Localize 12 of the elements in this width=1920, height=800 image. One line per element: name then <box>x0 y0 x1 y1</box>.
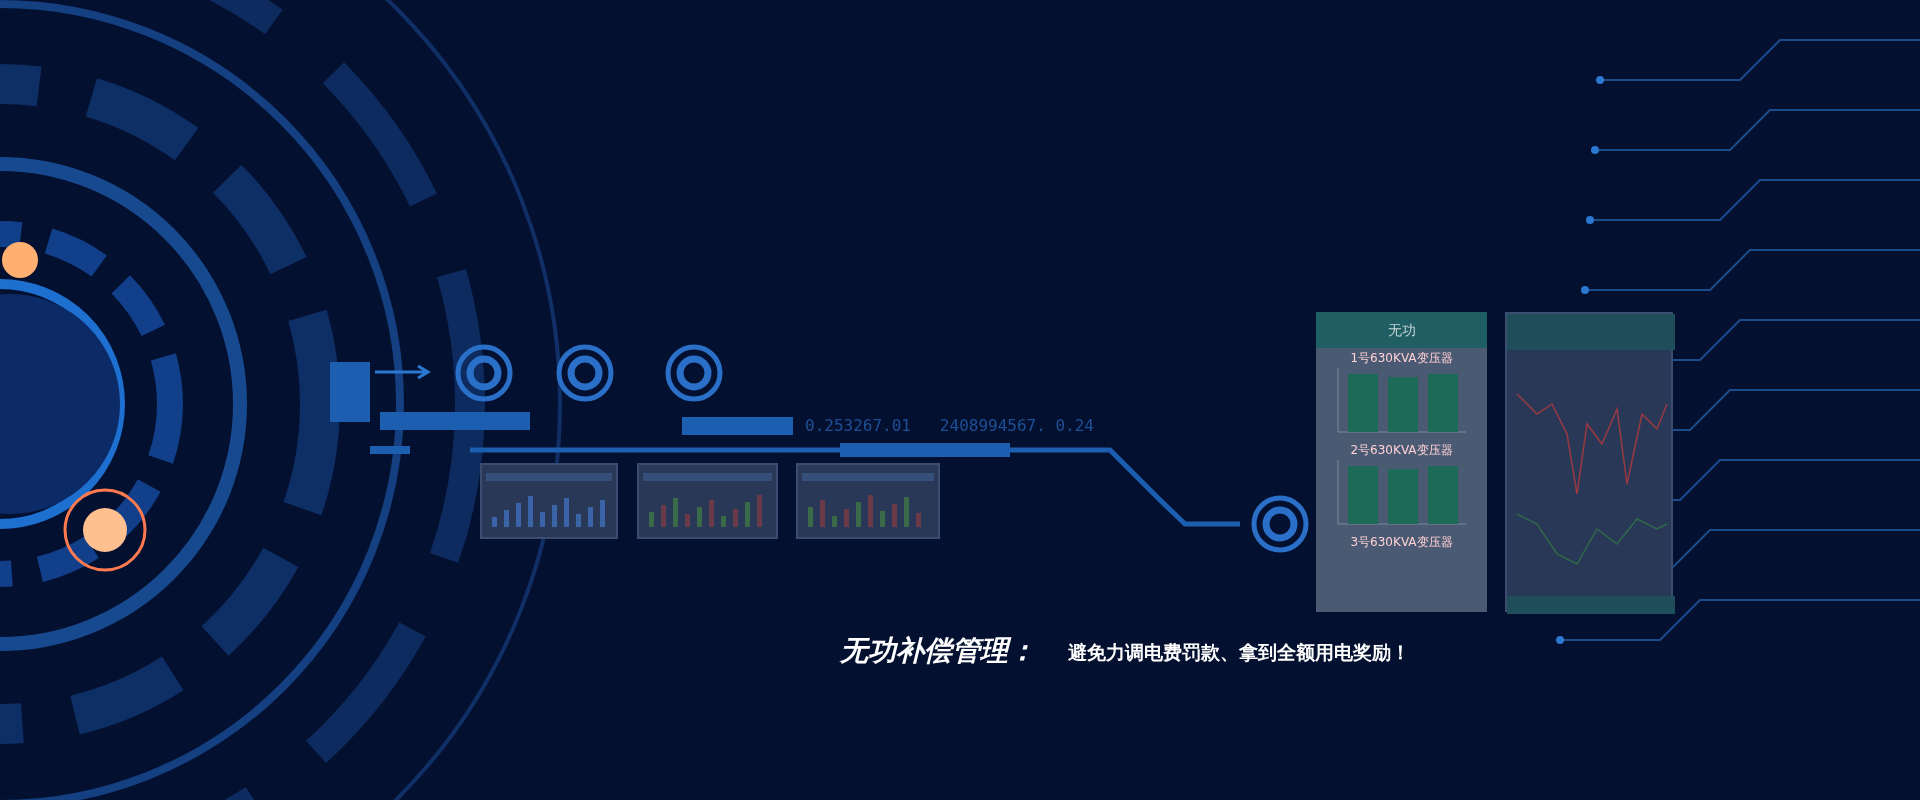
tagline-text: 避免力调电费罚款、拿到全额用电奖励！ <box>1068 640 1410 665</box>
chart-title: 1号630KVA变压器 <box>1349 350 1454 367</box>
software-screenshot <box>796 463 940 539</box>
chart-title: 2号630KVA变压器 <box>1349 442 1454 459</box>
phone-screenshot <box>1316 312 1487 612</box>
tagline-heading: 无功补偿管理： <box>840 633 1036 669</box>
software-screenshot <box>480 463 618 539</box>
phone-screenshot <box>1505 312 1673 612</box>
screen-title: 无功 <box>1316 312 1487 348</box>
chart-title: 3号630KVA变压器 <box>1349 534 1454 551</box>
mirrored-number-text: 0.253267.01 2408994567. 0.24 <box>805 416 1094 435</box>
software-screenshot <box>637 463 778 539</box>
